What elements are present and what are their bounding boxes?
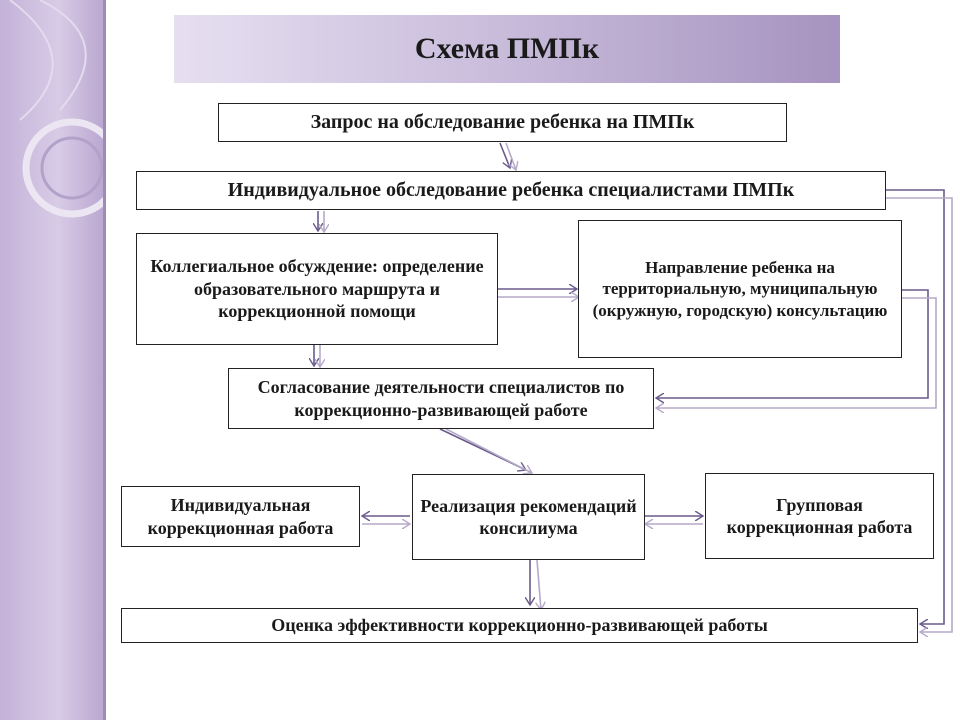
page-title: Схема ПМПк [414,32,600,65]
arrow-coordination-to-implementation-shadow [445,428,532,473]
node-individual-work: Индивидуальная коррекционная работа [121,486,360,547]
arrow-implementation-to-evaluation-shadow [537,559,541,610]
node-coordination: Согласование деятельности специалистов п… [228,368,654,429]
node-referral: Направление ребенка на территориальную, … [578,220,902,358]
arrow-referral-to-coordination-shadow [656,297,937,408]
arrow-referral-to-coordination [656,289,929,398]
decorative-side-band [0,0,122,720]
arrow-request-to-exam-shadow [505,142,516,170]
node-collegial: Коллегиальное обсуждение: определение об… [136,233,498,345]
node-group-work: Групповая коррекционная работа [705,473,934,559]
title-bar: Схема ПМПк [174,15,840,83]
arrow-exam-to-evaluation-loop-shadow [886,197,953,632]
arrow-request-to-exam [499,142,510,168]
arrow-exam-to-evaluation-loop [886,189,945,624]
side-band-edge [103,0,106,720]
node-evaluation: Оценка эффективности коррекционно-развив… [121,608,918,643]
node-individual-exam: Индивидуальное обследование ребенка спец… [136,171,886,210]
node-implementation: Реализация рекомендаций консилиума [412,474,645,560]
node-request: Запрос на обследование ребенка на ПМПк [218,103,787,142]
